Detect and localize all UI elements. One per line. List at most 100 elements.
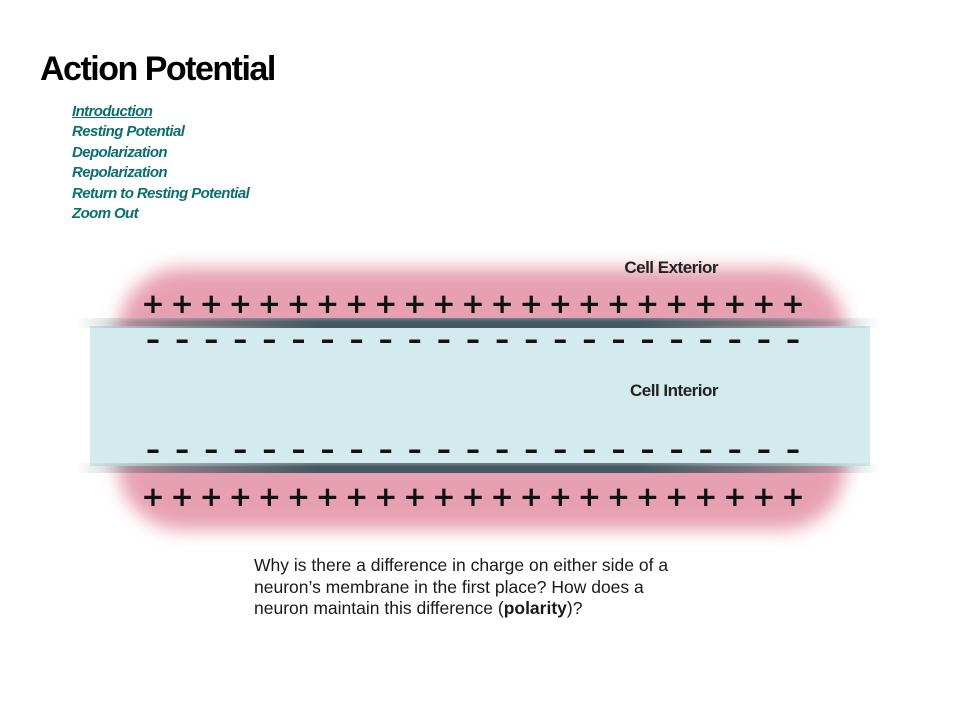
positive-charge: + <box>723 480 746 513</box>
positive-charge: + <box>316 480 339 513</box>
positive-charge: + <box>258 287 281 320</box>
positive-charge: + <box>432 287 455 320</box>
negative-charge: – <box>641 323 655 356</box>
negative-charge: – <box>379 323 393 356</box>
nav-item-resting-potential: Resting Potential <box>72 122 249 142</box>
nav-link-depolarization[interactable]: Depolarization <box>72 143 168 161</box>
nav-link-introduction[interactable]: Introduction <box>72 103 153 120</box>
positive-charge: + <box>636 480 659 513</box>
nav-link-resting-potential[interactable]: Resting Potential <box>72 123 185 141</box>
negative-charge: – <box>757 323 771 356</box>
negative-charge: – <box>495 433 509 466</box>
negative-charge: – <box>582 323 596 356</box>
negative-charge: – <box>175 323 189 356</box>
negative-charge: – <box>612 323 626 356</box>
negative-charge: – <box>350 323 364 356</box>
negative-charge: – <box>146 323 160 356</box>
positive-charge: + <box>141 480 164 513</box>
nav-link-zoom-out[interactable]: Zoom Out <box>72 204 139 222</box>
nav-link-repolarization[interactable]: Repolarization <box>72 164 168 182</box>
negative-charge: – <box>321 433 335 466</box>
positive-charge: + <box>781 287 804 320</box>
nav-item-zoom-out: Zoom Out <box>72 204 249 224</box>
negative-charge: – <box>437 433 451 466</box>
positive-charge: + <box>549 287 572 320</box>
nav-item-return-to-resting-potential: Return to Resting Potential <box>72 184 250 204</box>
negative-charge: – <box>292 323 306 356</box>
negative-charge: – <box>582 433 596 466</box>
cell-interior-region <box>90 326 870 466</box>
negative-charge: – <box>204 323 218 356</box>
negative-charge: – <box>670 323 684 356</box>
negative-charge: – <box>728 323 742 356</box>
positive-charge: + <box>229 287 252 320</box>
negative-charge: – <box>379 433 393 466</box>
positive-charge: + <box>374 287 397 320</box>
positive-charge: + <box>723 287 746 320</box>
negative-charge: – <box>524 433 538 466</box>
question-text-end: )? <box>566 598 583 618</box>
negative-charge: – <box>495 323 509 356</box>
negative-charge: – <box>699 433 713 466</box>
negative-charge: – <box>292 433 306 466</box>
negative-charge: – <box>641 433 655 466</box>
exterior-positive-charges-top: +++++++++++++++++++++++ <box>141 287 804 320</box>
topic-nav: Introduction Resting Potential Depolariz… <box>72 102 250 224</box>
negative-charge: – <box>466 433 480 466</box>
top-membrane <box>75 318 880 328</box>
negative-charge: – <box>524 323 538 356</box>
negative-charge: – <box>728 433 742 466</box>
positive-charge: + <box>694 287 717 320</box>
negative-charge: – <box>321 323 335 356</box>
positive-charge: + <box>461 480 484 513</box>
cell-interior-label: Cell Interior <box>630 381 719 400</box>
negative-charge: – <box>262 433 276 466</box>
page-title: Action Potential <box>40 50 276 88</box>
negative-charge: – <box>204 433 218 466</box>
negative-charge: – <box>408 323 422 356</box>
positive-charge: + <box>665 480 688 513</box>
positive-charge: + <box>170 287 193 320</box>
interior-negative-charges-top: ––––––––––––––––––––––– <box>146 323 800 356</box>
nav-link-return-to-resting-potential[interactable]: Return to Resting Potential <box>72 184 250 202</box>
negative-charge: – <box>233 433 247 466</box>
positive-charge: + <box>170 480 193 513</box>
positive-charge: + <box>141 287 164 320</box>
negative-charge: – <box>146 433 160 466</box>
positive-charge: + <box>607 287 630 320</box>
positive-charge: + <box>345 287 368 320</box>
positive-charge: + <box>752 287 775 320</box>
positive-charge: + <box>519 287 542 320</box>
negative-charge: – <box>233 323 247 356</box>
bottom-membrane <box>75 463 880 473</box>
negative-charge: – <box>466 323 480 356</box>
nav-item-introduction: Introduction <box>72 102 249 122</box>
negative-charge: – <box>757 433 771 466</box>
positive-charge: + <box>403 480 426 513</box>
top-membrane-highlight <box>75 318 880 322</box>
negative-charge: – <box>786 323 800 356</box>
positive-charge: + <box>199 287 222 320</box>
positive-charge: + <box>752 480 775 513</box>
negative-charge: – <box>350 433 364 466</box>
negative-charge: – <box>699 323 713 356</box>
positive-charge: + <box>287 480 310 513</box>
intro-question: Why is there a difference in charge on e… <box>254 555 694 620</box>
positive-charge: + <box>694 480 717 513</box>
polarity-term: polarity <box>503 598 567 618</box>
positive-charge: + <box>607 480 630 513</box>
negative-charge: – <box>175 433 189 466</box>
negative-charge: – <box>262 323 276 356</box>
nav-item-repolarization: Repolarization <box>72 163 249 183</box>
positive-charge: + <box>519 480 542 513</box>
question-text: Why is there a difference in charge on e… <box>254 555 669 618</box>
positive-charge: + <box>578 287 601 320</box>
nav-item-depolarization: Depolarization <box>72 143 249 163</box>
cell-exterior-label: Cell Exterior <box>624 258 719 277</box>
positive-charge: + <box>199 480 222 513</box>
positive-charge: + <box>490 480 513 513</box>
negative-charge: – <box>670 433 684 466</box>
positive-charge: + <box>578 480 601 513</box>
negative-charge: – <box>408 433 422 466</box>
